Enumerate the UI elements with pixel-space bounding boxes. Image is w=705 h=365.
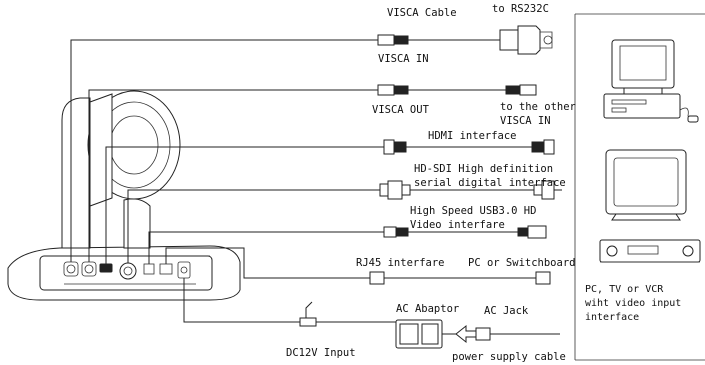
label-ac-jack: AC Jack [484, 305, 529, 317]
usb-cable [148, 225, 547, 264]
crt-monitor-icon [605, 149, 687, 221]
label-dc12v: DC12V Input [286, 347, 356, 359]
label-to-rs232c: to RS232C [492, 3, 549, 15]
label-hdsdi-2: serial digital interface [414, 177, 566, 189]
label-power-cable: power supply cable [452, 351, 566, 363]
rj45-cable [165, 247, 551, 285]
hdsdi-cable [127, 180, 562, 263]
label-visca-in: VISCA IN [378, 53, 429, 65]
label-pc-tv-1: PC, TV or VCR [585, 284, 664, 295]
vcr-icon [599, 239, 701, 263]
label-hdsdi-1: HD-SDI High definition [414, 163, 553, 175]
visca-in-cable [70, 25, 553, 262]
label-rj45: RJ45 interfare [356, 257, 445, 269]
hdmi-cable [105, 139, 555, 264]
label-to-other-2: VISCA IN [500, 115, 551, 127]
desktop-computer-icon [603, 39, 699, 123]
visca-out-cable [88, 84, 537, 262]
label-usb-2: Video interfare [410, 219, 505, 231]
label-ac-adaptor: AC Abaptor [396, 303, 459, 315]
dc-power-cable [183, 278, 560, 349]
label-visca-cable: VISCA Cable [387, 7, 457, 19]
devices-panel [574, 13, 705, 361]
label-usb-1: High Speed USB3.0 HD [410, 205, 536, 217]
label-pc-switch: PC or Switchboard [468, 257, 575, 269]
label-hdmi: HDMI interface [428, 130, 517, 142]
label-to-other-1: to the other [500, 101, 576, 113]
label-pc-tv-2: wiht video input [585, 298, 681, 309]
label-visca-out: VISCA OUT [372, 104, 430, 116]
ptz-camera-icon [7, 90, 241, 301]
label-pc-tv-3: interface [585, 312, 639, 323]
